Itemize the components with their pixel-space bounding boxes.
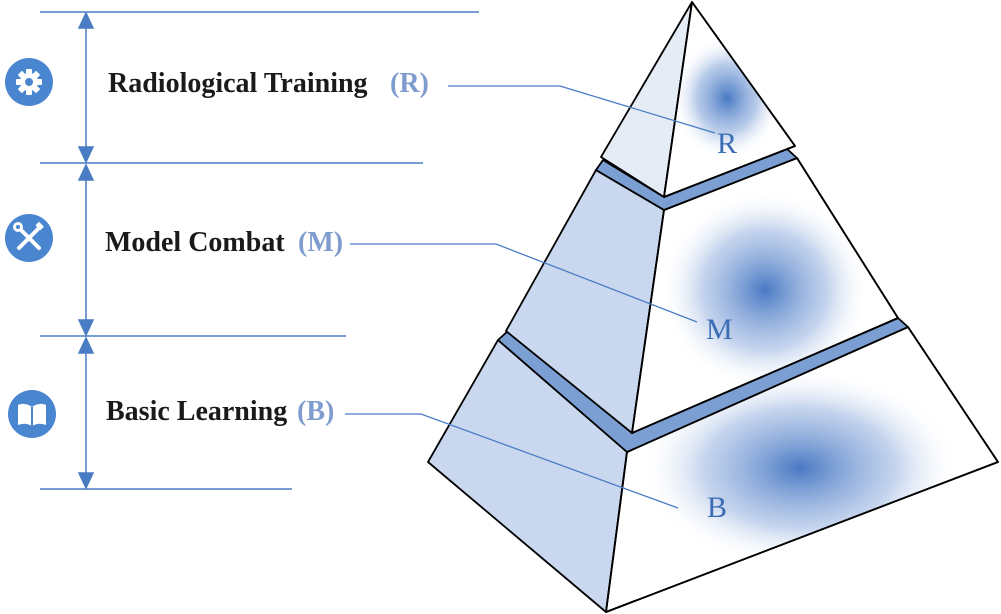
leader-line-r bbox=[448, 85, 716, 134]
tier-r-code: (R) bbox=[390, 68, 429, 99]
reference-lines bbox=[40, 11, 479, 490]
tier-r-letter: R bbox=[717, 127, 737, 160]
tier-m-letter: M bbox=[706, 313, 733, 346]
pyramid-letters: R M B bbox=[706, 127, 737, 524]
open-book-icon bbox=[8, 390, 56, 438]
wrench-screwdriver-icon bbox=[5, 214, 53, 262]
tier-m-highlight bbox=[660, 190, 870, 390]
leader-line-b bbox=[345, 413, 679, 509]
arrowhead-r-top bbox=[77, 11, 95, 29]
tier-b-letter: B bbox=[707, 491, 727, 524]
leader-line-m bbox=[350, 243, 698, 323]
arrowhead-b-bottom bbox=[77, 472, 95, 490]
tier-m-code: (M) bbox=[298, 227, 343, 258]
tier-b-code: (B) bbox=[297, 396, 334, 427]
arrowhead-m-bottom bbox=[77, 319, 95, 337]
tier-b-title: Basic Learning bbox=[106, 396, 287, 427]
tier-m-title: Model Combat bbox=[105, 227, 285, 258]
tier-r-title: Radiological Training bbox=[108, 68, 368, 99]
arrowhead-b-top bbox=[77, 336, 95, 354]
arrowhead-r-bottom bbox=[77, 146, 95, 164]
gear-icon bbox=[5, 58, 53, 106]
tier-labels: Radiological Training (R) Model Combat (… bbox=[105, 68, 429, 427]
leader-lines bbox=[345, 85, 716, 509]
level-arrows bbox=[77, 11, 95, 490]
arrowhead-m-top bbox=[77, 163, 95, 181]
